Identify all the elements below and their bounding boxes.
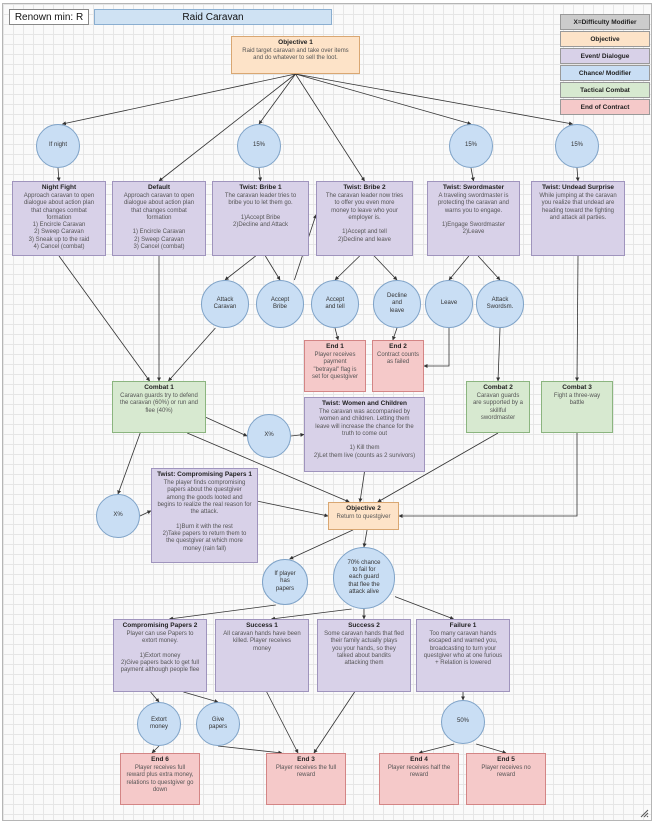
connector [423,328,450,368]
connector [224,255,256,281]
connector [151,745,160,754]
chance-if-player-has-papers[interactable]: If player has papers [262,559,308,605]
chance-x-percent-women[interactable]: X% [247,414,291,458]
connector [290,432,305,437]
connector [295,73,573,126]
connector [258,73,296,125]
connector [418,743,455,755]
choice-decline-and-leave[interactable]: Decline and leave [373,280,421,328]
choice-attack-swordmaster[interactable]: Attack Swordsm. [476,280,524,328]
renown-min-field: Renown min: R [9,9,89,25]
chance-x-percent-papers[interactable]: X% [96,494,140,538]
legend-chance-modifier: Chance/ Modifier [560,65,650,81]
connector [168,327,216,382]
connector [394,596,454,620]
choice-attack-caravan[interactable]: Attack Caravan [201,280,249,328]
choice-accept-and-tell[interactable]: Accept and tell [311,280,359,328]
legend-objective: Objective [560,31,650,47]
contract-title-field: Raid Caravan [94,9,332,25]
chance-15-bribe[interactable]: 15% [237,124,281,168]
connector [187,432,350,503]
chance-15-undead[interactable]: 15% [555,124,599,168]
connector [58,255,150,382]
connector [139,510,152,517]
connector [183,691,219,703]
choice-leave[interactable]: Leave [425,280,473,328]
choice-extort-money[interactable]: Extort money [137,702,181,746]
connector [476,743,507,754]
connector [150,691,160,703]
connector [117,432,141,495]
connector [289,529,354,560]
chance-if-night[interactable]: If night [36,124,80,168]
choice-give-papers[interactable]: Give papers [196,702,240,746]
connector [362,529,368,548]
legend-event-dialogue: Event/ Dialogue [560,48,650,64]
connector [295,73,472,125]
connector [575,255,580,382]
connector [470,167,475,182]
connector [257,500,329,518]
connector [205,417,248,437]
connector [271,608,352,621]
choice-accept-bribe[interactable]: Accept Bribe [256,280,304,328]
connector [334,327,340,341]
connector [477,255,501,281]
legend-difficulty: X=Difficulty Modifier [560,14,650,30]
chance-survivor-flee[interactable]: 70% chance to fail for each guard that f… [333,547,395,609]
connector [158,73,296,182]
chance-15-swordmaster[interactable]: 15% [449,124,493,168]
connector [62,73,296,126]
connector [313,691,355,754]
connector [258,167,263,182]
connector [217,745,283,755]
resize-grip-icon[interactable] [640,809,649,818]
connector [398,433,578,518]
connector [496,327,501,382]
connector [334,255,360,281]
chance-50-percent[interactable]: 50% [441,700,485,744]
legend-tactical-combat: Tactical Combat [560,82,650,98]
connector [575,167,580,182]
connector [392,327,398,341]
connector [295,73,365,182]
legend: X=Difficulty Modifier Objective Event/ D… [560,14,650,116]
connector [358,471,365,503]
diagram-canvas: Renown min: R Raid Caravan X=Difficulty … [2,3,652,821]
legend-end-of-contract: End of Contract [560,99,650,115]
connector [56,167,61,182]
connector [373,255,398,281]
connector [448,255,470,281]
connector [265,255,281,281]
connector [169,604,276,621]
connector [377,432,499,503]
connector [266,691,299,754]
